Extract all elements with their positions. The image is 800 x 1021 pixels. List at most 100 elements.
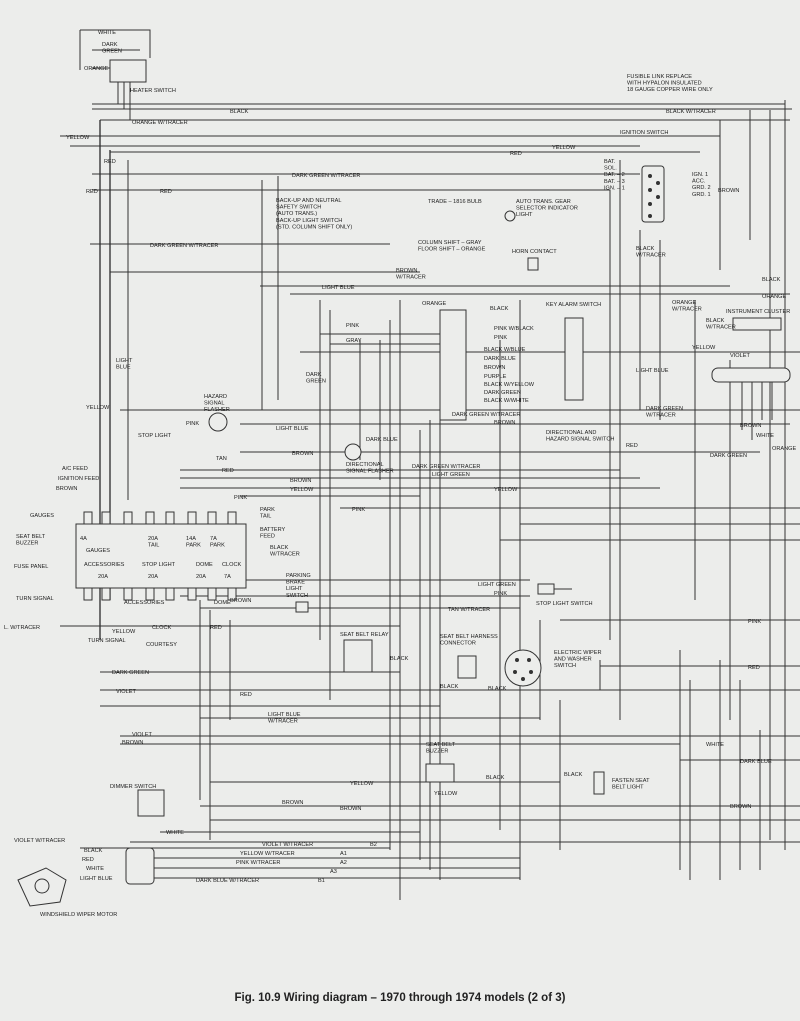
parking-brake-switch-box	[295, 601, 309, 613]
label-yellow-4: YELLOW	[86, 405, 110, 411]
seat-belt-relay-box	[343, 639, 373, 673]
label-red-10: RED	[82, 857, 94, 863]
label-brown-11: BROWN	[340, 806, 361, 812]
fuse-panel-box	[75, 523, 247, 589]
label-pink-5: PINK	[352, 507, 365, 513]
label-yellow-3: YELLOW	[692, 345, 716, 351]
label-pink-7: PINK	[748, 619, 761, 625]
label-light-blue-5: LIGHT BLUE	[80, 876, 113, 882]
label-ignition-switch: IGNITION SWITCH	[620, 130, 668, 136]
label-orange-w-tracer-1: ORANGE W/TRACER	[132, 120, 188, 126]
label-yellow-2: YELLOW	[552, 145, 576, 151]
label-horn-contact: HORN CONTACT	[512, 249, 557, 255]
key-alarm-switch-box	[564, 317, 584, 401]
wire-network	[60, 29, 800, 900]
label-white-1: WHITE	[756, 433, 774, 439]
label-fuse-20a-2: 20A	[148, 574, 158, 580]
label-fuse-dome: DOME	[196, 562, 213, 568]
label-dome: DOME	[214, 600, 231, 606]
label-black-5: BLACK	[440, 684, 459, 690]
label-orange-1: ORANGE	[422, 301, 447, 307]
label-fuse-gauges: GAUGES	[86, 548, 110, 554]
label-brown-3: BROWN	[494, 420, 515, 426]
wiper-motor-connector	[125, 847, 155, 885]
seat-belt-buzzer-box	[425, 763, 455, 783]
ignition-switch-box	[641, 165, 665, 223]
label-brown-9: BROWN	[122, 740, 143, 746]
label-stop-light-switch: STOP LIGHT SWITCH	[536, 601, 593, 607]
label-turn-signal-1: TURN SIGNAL	[16, 596, 54, 602]
label-brown-10: BROWN	[282, 800, 303, 806]
label-code-a1: A1	[340, 851, 347, 857]
label-light-green: LIGHT GREEN	[432, 472, 470, 478]
label-white-2: WHITE	[706, 742, 724, 748]
label-turn-signal-2: TURN SIGNAL	[88, 638, 126, 644]
label-red-1: RED	[104, 159, 116, 165]
label-black-8: BLACK	[564, 772, 583, 778]
label-brown-6: BROWN	[56, 486, 77, 492]
label-brown-8: BROWN	[230, 598, 251, 604]
label-red-8: RED	[240, 692, 252, 698]
label-stop-light: STOP LIGHT	[138, 433, 172, 439]
label-brown-1: BROWN	[718, 188, 739, 194]
figure-caption: Fig. 10.9 Wiring diagram – 1970 through …	[234, 992, 566, 1004]
label-black-2: BLACK	[762, 277, 781, 283]
label-seat-belt-relay: SEAT BELT RELAY	[340, 632, 389, 638]
label-dark-blue: DARK BLUE	[484, 356, 516, 362]
label-fuse-20a-1: 20A	[98, 574, 108, 580]
label-black-w-white: BLACK W/WHITE	[484, 398, 529, 404]
label-light-blue-3: LIGHT BLUE	[636, 368, 669, 374]
label-yellow-6: YELLOW	[494, 487, 518, 493]
wiper-switch-circle	[504, 649, 542, 687]
indicator-bulb	[504, 210, 516, 222]
label-fuse-7a: 7A	[224, 574, 231, 580]
label-key-alarm: KEY ALARM SWITCH	[546, 302, 601, 308]
label-brown-4: BROWN	[740, 423, 761, 429]
label-violet-3: VIOLET	[132, 732, 152, 738]
label-black-w-tracer-1: BLACK W/TRACER	[666, 109, 716, 115]
label-black-1: BLACK	[230, 109, 249, 115]
label-fuse-4a: 4A	[80, 536, 87, 542]
label-clock: CLOCK	[152, 625, 172, 631]
label-brown-5: BROWN	[292, 451, 313, 457]
label-white-4: WHITE	[86, 866, 104, 872]
label-white-3: WHITE	[166, 830, 184, 836]
stop-light-switch-box	[537, 583, 555, 595]
label-dimmer-switch: DIMMER SWITCH	[110, 784, 156, 790]
label-pink-2: PINK	[494, 335, 507, 341]
label-fuse-20a-3: 20A	[196, 574, 206, 580]
label-light-green-2: LIGHT GREEN	[478, 582, 516, 588]
label-code-a2: A2	[340, 860, 347, 866]
label-orange-3: ORANGE	[772, 446, 797, 452]
fasten-belt-light-box	[593, 771, 605, 795]
label-yellow-7: YELLOW	[112, 629, 136, 635]
label-ignition-feed: IGNITION FEED	[58, 476, 99, 482]
label-red-9: RED	[748, 665, 760, 671]
label-red-6: RED	[626, 443, 638, 449]
label-code-b1: B1	[318, 878, 325, 884]
harness-connector-box	[457, 655, 477, 679]
label-orange-2: ORANGE	[762, 294, 787, 300]
label-red-2: RED	[510, 151, 522, 157]
label-ac-feed: A/C FEED	[62, 466, 88, 472]
fuse-terminals-top	[83, 511, 237, 525]
